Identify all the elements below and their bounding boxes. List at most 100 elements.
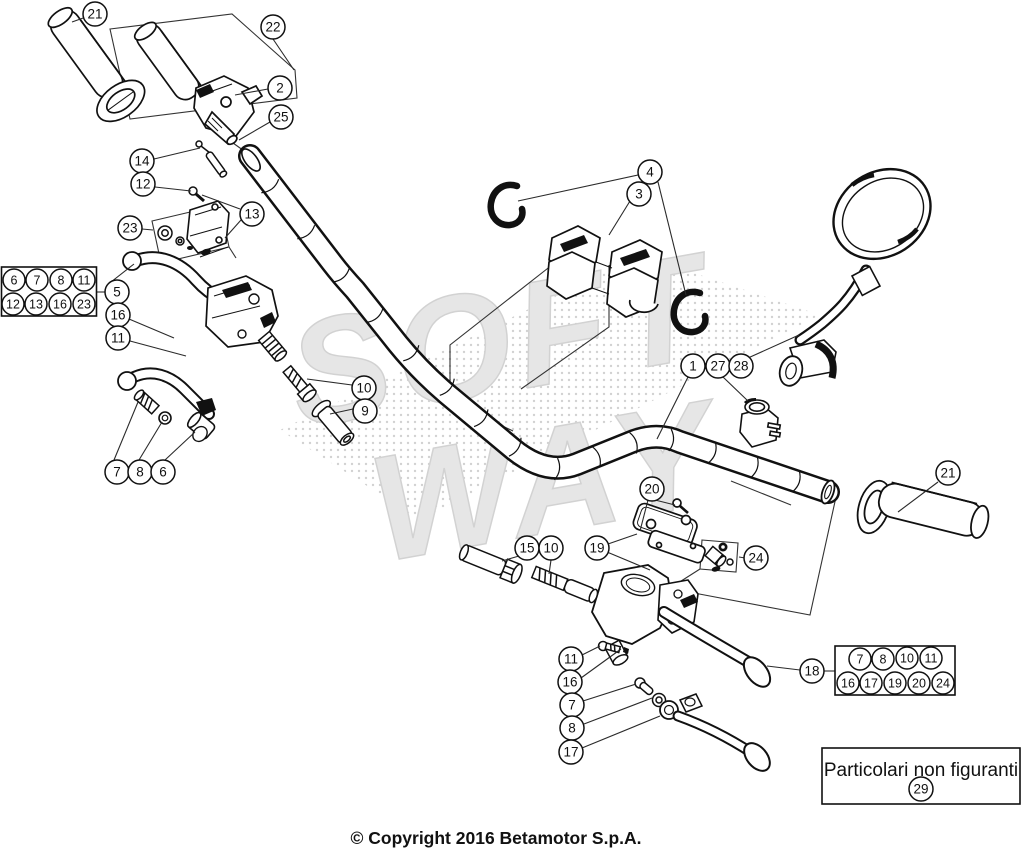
callout-8[interactable]: 8 — [49, 268, 73, 292]
svg-text:1: 1 — [689, 359, 697, 374]
cable-guide-part-13 — [186, 200, 230, 258]
callout-17[interactable]: 17 — [558, 739, 584, 765]
svg-text:28: 28 — [733, 359, 748, 374]
svg-text:27: 27 — [710, 359, 725, 374]
svg-text:24: 24 — [748, 551, 764, 566]
callout-24[interactable]: 24 — [743, 545, 769, 571]
callout-4[interactable]: 4 — [637, 159, 663, 185]
callout-18[interactable]: 18 — [799, 658, 825, 684]
callout-7[interactable]: 7 — [25, 268, 49, 292]
svg-text:10: 10 — [900, 652, 914, 666]
watermark-halftone-band — [280, 255, 820, 520]
svg-text:16: 16 — [110, 308, 125, 323]
left-grip-drawing — [47, 6, 146, 123]
callout-6[interactable]: 6 — [150, 459, 176, 485]
callout-13[interactable]: 13 — [239, 201, 265, 227]
callout-20[interactable]: 20 — [639, 476, 665, 502]
callout-7[interactable]: 7 — [559, 692, 585, 718]
callout-14[interactable]: 14 — [129, 148, 155, 174]
callout-16[interactable]: 16 — [105, 302, 131, 328]
switch-part-drawing — [739, 398, 782, 448]
svg-text:10: 10 — [543, 541, 558, 556]
callout-24[interactable]: 24 — [931, 671, 955, 695]
bar-clamp-drawing — [546, 225, 663, 318]
callout-15[interactable]: 15 — [514, 535, 540, 561]
adjuster-spring-part-10 — [530, 565, 599, 604]
spring-part-7 — [133, 389, 161, 415]
callout-23[interactable]: 23 — [117, 215, 143, 241]
svg-text:20: 20 — [912, 677, 926, 691]
callout-21[interactable]: 21 — [935, 460, 961, 486]
callout-28[interactable]: 28 — [728, 353, 754, 379]
callout-1[interactable]: 1 — [680, 353, 706, 379]
svg-text:14: 14 — [134, 154, 150, 169]
callout-8[interactable]: 8 — [127, 459, 153, 485]
callout-13[interactable]: 13 — [24, 292, 48, 316]
callout-27[interactable]: 27 — [705, 353, 731, 379]
svg-text:12: 12 — [135, 177, 150, 192]
callout-12[interactable]: 12 — [1, 292, 25, 316]
svg-text:22: 22 — [265, 20, 280, 35]
svg-text:17: 17 — [864, 677, 878, 691]
callout-29[interactable]: 29 — [908, 776, 934, 802]
svg-text:11: 11 — [111, 331, 125, 346]
screw-part-12 — [188, 186, 205, 203]
svg-text:15: 15 — [519, 541, 534, 556]
callout-16[interactable]: 16 — [836, 671, 860, 695]
callout-9[interactable]: 9 — [352, 398, 378, 424]
callout-5[interactable]: 5 — [104, 279, 130, 305]
callout-7[interactable]: 7 — [104, 459, 130, 485]
svg-text:12: 12 — [6, 298, 20, 312]
callout-7[interactable]: 7 — [848, 647, 872, 671]
callout-25[interactable]: 25 — [268, 104, 294, 130]
callout-10[interactable]: 10 — [895, 646, 919, 670]
callout-6[interactable]: 6 — [2, 268, 26, 292]
callout-10[interactable]: 10 — [538, 535, 564, 561]
mirror-drawing — [778, 167, 932, 387]
throttle-assembly-drawing — [133, 21, 264, 146]
callout-12[interactable]: 12 — [130, 171, 156, 197]
banjo-parts-drawing — [704, 542, 734, 572]
callout-16[interactable]: 16 — [557, 669, 583, 695]
spare-clutch-lever-drawing — [117, 367, 216, 443]
svg-text:19: 19 — [888, 677, 902, 691]
svg-text:11: 11 — [564, 652, 578, 667]
callout-11[interactable]: 11 — [558, 646, 584, 672]
callout-8[interactable]: 8 — [871, 647, 895, 671]
callout-19[interactable]: 19 — [883, 671, 907, 695]
callout-2[interactable]: 2 — [267, 75, 293, 101]
mirror-mount-clamp — [778, 339, 837, 387]
callout-17[interactable]: 17 — [859, 671, 883, 695]
legend-title: Particolari non figuranti — [824, 760, 1018, 781]
callout-10[interactable]: 10 — [351, 375, 377, 401]
callout-8[interactable]: 8 — [559, 715, 585, 741]
callout-19[interactable]: 19 — [584, 535, 610, 561]
spare-brake-lever-drawing — [659, 693, 771, 772]
svg-text:8: 8 — [880, 653, 887, 667]
callout-23[interactable]: 23 — [72, 292, 96, 316]
callout-22[interactable]: 22 — [260, 14, 286, 40]
copyright-text: © Copyright 2016 Betamotor S.p.A. — [351, 828, 642, 848]
svg-text:7: 7 — [568, 698, 576, 713]
callout-20[interactable]: 20 — [907, 671, 931, 695]
callout-11[interactable]: 11 — [72, 268, 96, 292]
svg-text:3: 3 — [635, 187, 643, 202]
svg-text:21: 21 — [940, 466, 955, 481]
svg-text:29: 29 — [913, 782, 928, 797]
clutch-lever-assembly-drawing — [122, 251, 288, 362]
reservoir-cap-drawing — [632, 498, 706, 564]
leader-lines — [71, 16, 939, 749]
svg-text:8: 8 — [568, 721, 576, 736]
svg-text:13: 13 — [244, 207, 259, 222]
callout-11[interactable]: 11 — [919, 646, 943, 670]
callout-16[interactable]: 16 — [48, 292, 72, 316]
pivot-part-6 — [186, 398, 216, 443]
callout-11[interactable]: 11 — [105, 325, 131, 351]
svg-text:6: 6 — [11, 274, 18, 288]
svg-text:9: 9 — [361, 404, 369, 419]
callout-3[interactable]: 3 — [626, 181, 652, 207]
callout-21[interactable]: 21 — [82, 1, 108, 27]
svg-text:10: 10 — [356, 381, 371, 396]
